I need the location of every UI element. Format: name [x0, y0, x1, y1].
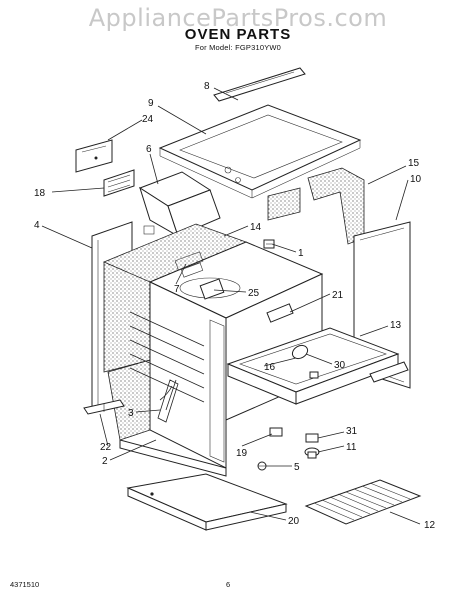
part-18-grille — [103, 169, 135, 197]
callout-5: 5 — [294, 462, 300, 473]
rear-rail — [369, 361, 409, 383]
callout-18: 18 — [34, 188, 46, 199]
callout-7: 7 — [174, 284, 180, 295]
callout-30: 30 — [334, 360, 346, 371]
part-11-valve — [304, 447, 320, 459]
part-22-rail — [83, 399, 125, 415]
part-19-bracket — [269, 427, 283, 437]
part-13-oven-bottom — [226, 327, 400, 405]
part-20-bottom-panel — [126, 473, 288, 531]
part-5-screw — [257, 461, 267, 471]
callout-21: 21 — [332, 290, 344, 301]
document-number: 4371510 — [10, 580, 40, 589]
callout-1: 1 — [298, 248, 304, 259]
callout-20: 20 — [288, 516, 300, 527]
page-number: 6 — [226, 580, 231, 589]
callout-11: 11 — [346, 442, 357, 453]
callout-16: 16 — [264, 362, 276, 373]
callout-9: 9 — [148, 98, 154, 109]
callout-22: 22 — [100, 442, 112, 453]
callout-10: 10 — [410, 174, 422, 185]
part-1-clip — [263, 239, 275, 249]
part-24-bracket — [75, 139, 113, 173]
callout-14: 14 — [250, 222, 262, 233]
callout-4: 4 — [34, 220, 40, 231]
part-31-knob — [305, 433, 319, 443]
part-9-oven-top — [158, 104, 362, 199]
leader-lines — [41, 87, 421, 525]
callout-31: 31 — [346, 426, 358, 437]
callout-3: 3 — [128, 408, 134, 419]
callout-15: 15 — [408, 158, 420, 169]
page-title: OVEN PARTS — [184, 26, 292, 43]
watermark-text: AppliancePartsPros.com — [88, 4, 388, 32]
callout-25: 25 — [248, 288, 260, 299]
part-12-oven-rack — [304, 479, 422, 525]
part-6-vent-duct — [138, 171, 221, 238]
callout-19: 19 — [236, 448, 248, 459]
part-15-rear-insulation — [267, 167, 365, 245]
callout-8: 8 — [204, 81, 210, 92]
callout-12: 12 — [424, 520, 436, 531]
callout-13: 13 — [390, 320, 402, 331]
callout-6: 6 — [146, 144, 152, 155]
callout-24: 24 — [142, 114, 154, 125]
part-8-top-strip — [213, 67, 306, 102]
part-3-burner — [157, 379, 179, 423]
model-line: For Model: FGP310YW0 — [194, 43, 282, 52]
callout-2: 2 — [102, 456, 108, 467]
